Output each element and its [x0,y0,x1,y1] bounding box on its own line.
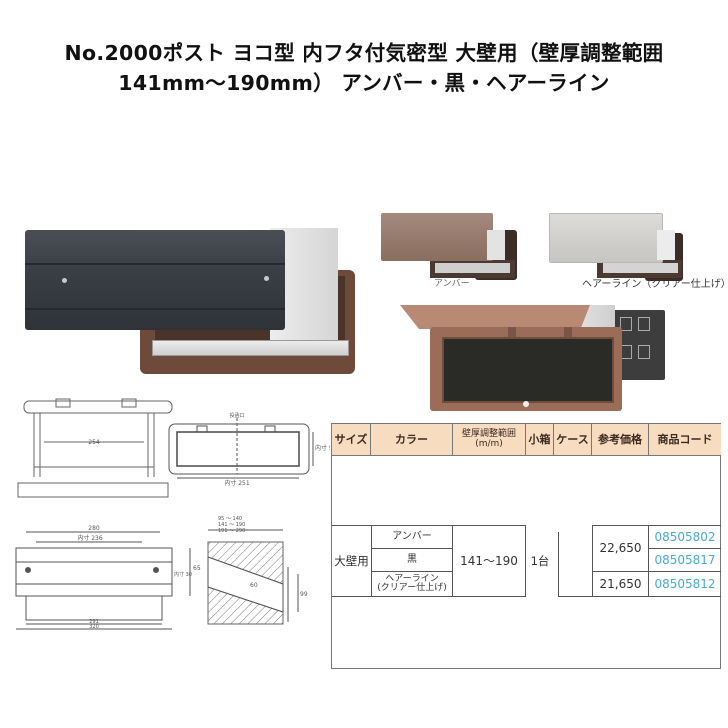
product-title-line-2: 141mm〜190mm） アンバー・黒・ヘアーライン [118,71,610,95]
hairline-sublabel: (クリアー仕上げ) [377,583,447,593]
header-price: 参考価格 [592,424,649,456]
svg-text:65: 65 [193,565,201,572]
product-photo-back-view [400,305,680,415]
screw-icon [264,276,269,281]
svg-text:141 〜 190: 141 〜 190 [218,522,245,528]
cell-small-box: 1台 [530,553,550,568]
svg-text:291: 291 [89,619,99,625]
header-wall-range-unit: (m/m) [475,438,503,449]
cell-price-hairline: 21,650 [592,572,649,597]
svg-text:内寸 251: 内寸 251 [224,479,250,487]
svg-text:内寸 57: 内寸 57 [315,444,330,452]
header-case: ケース [554,424,592,456]
cell-price-amber-black: 22,650 [592,525,649,572]
cell-case [558,532,592,597]
header-color: カラー [371,424,453,456]
product-photo-hairline [545,205,695,281]
product-photo-amber [375,205,525,280]
cell-color-hairline: ヘアーライン (クリアー仕上げ) [371,572,453,597]
svg-text:内寸 236: 内寸 236 [77,534,103,542]
svg-text:60: 60 [250,582,258,589]
cell-size: 大壁用 [332,525,371,597]
knob-icon [523,401,529,407]
header-wall-range-label: 壁厚調整範囲 [461,429,516,440]
cell-wall-range: 141〜190 [453,525,526,597]
svg-text:95 〜 140: 95 〜 140 [218,516,242,522]
drawing-side-view: 280 内寸 236 内寸 30 65 291 320 [15,525,201,630]
main-product-photo-black [20,218,360,378]
header-code: 商品コード [649,424,721,456]
header-size: サイズ [332,424,371,456]
cell-color-amber: アンバー [371,525,453,549]
svg-text:254: 254 [88,439,100,446]
svg-text:320: 320 [89,624,99,630]
hairline-label: ヘアーライン [385,573,439,584]
svg-text:280: 280 [88,525,100,532]
amber-caption: アンバー [434,279,470,289]
cell-code-hairline: 08505812 [649,572,721,597]
svg-text:99: 99 [300,591,308,598]
cell-code-amber: 08505802 [649,525,721,549]
svg-text:内寸 30: 内寸 30 [174,571,192,578]
hairline-caption: ヘアーライン（クリアー仕上げ） [582,279,728,290]
drawing-front-view: 254 [17,398,173,498]
product-title-line-1: No.2000ポスト ヨコ型 内フタ付気密型 大壁用（壁厚調整範囲 [64,41,664,65]
header-wall-range: 壁厚調整範囲 (m/m) [453,424,526,456]
drawing-wall-section: 95 〜 140 141 〜 190 191 〜 290 60 99 [207,516,308,625]
header-small-box: 小箱 [526,424,554,456]
cell-code-black: 08505817 [649,549,721,572]
screw-icon [62,278,67,283]
cell-color-black: 黒 [371,549,453,572]
svg-text:投函口: 投函口 [229,412,244,419]
spec-table: サイズ カラー 壁厚調整範囲 (m/m) 小箱 ケース 参考価格 商品コード 大… [331,423,721,669]
drawing-back-view: 投函口 内寸 251 内寸 57 [168,412,330,487]
svg-text:191 〜 290: 191 〜 290 [218,528,245,534]
